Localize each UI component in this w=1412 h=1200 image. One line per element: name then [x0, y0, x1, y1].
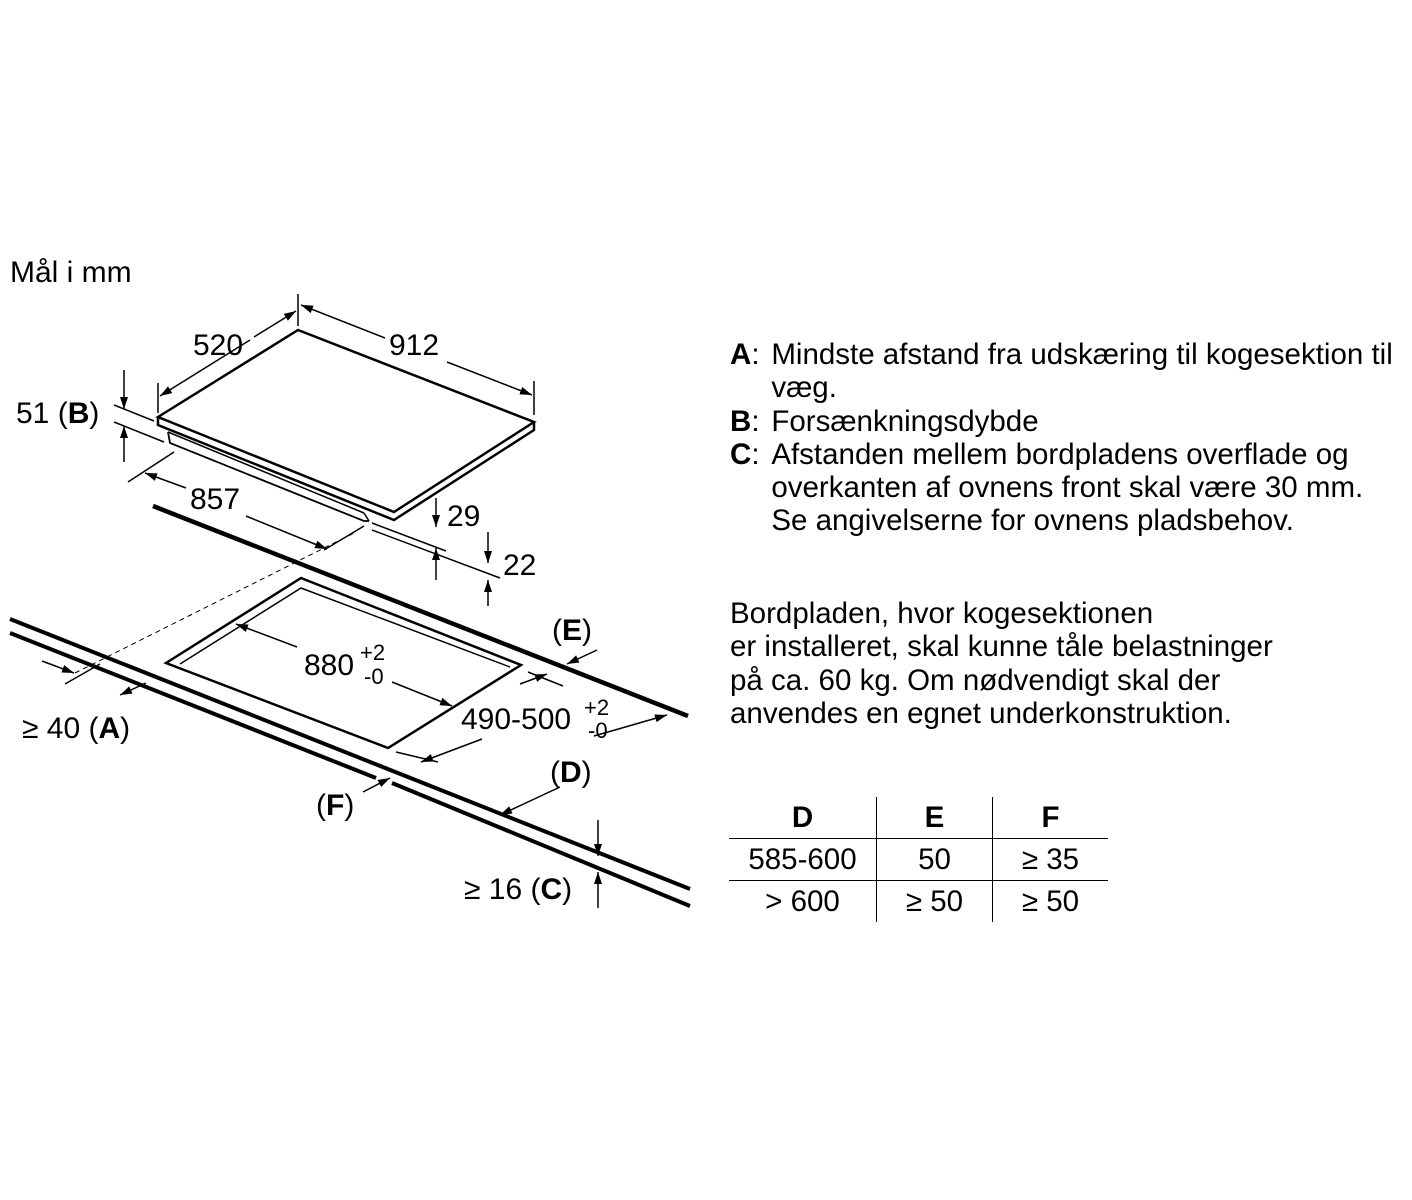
note-line: på ca. 60 kg. Om nødvendigt skal der [730, 663, 1221, 697]
dim-490-500-tol-plus: +2 [584, 695, 609, 720]
clearance-table: D E F 585-600 50 ≥ 35 > 600 ≥ 50 ≥ 50 [729, 797, 1108, 922]
table-header-row: D E F [729, 797, 1108, 839]
dim-880 [235, 623, 453, 707]
table-cell: 50 [876, 838, 993, 881]
alignment-dashed-line [74, 531, 357, 674]
installation-diagram: Mål i mm 520 912 51 (B) 857 [9, 256, 691, 908]
legend-text: Afstanden mellem bordpladens overflade o… [771, 437, 1364, 538]
table-cell: 585-600 [729, 838, 877, 881]
dim-880-tol-minus: -0 [364, 664, 384, 689]
dim-E [566, 649, 598, 665]
dim-520 [157, 294, 299, 413]
dim-E-label: (E) [552, 614, 592, 647]
dim-912-label: 912 [389, 329, 439, 362]
dim-16-C-label: ≥ 16 (C) [464, 873, 572, 906]
table-cell: ≥ 35 [992, 838, 1108, 881]
dim-D [499, 714, 668, 816]
legend-item-b: B : Forsænkningsdybde [730, 405, 1400, 438]
dim-520-label: 520 [193, 329, 243, 362]
dim-D-label: (D) [550, 756, 592, 789]
dim-490-500 [395, 671, 564, 763]
note-line: Bordpladen, hvor kogesektionen [730, 597, 1154, 630]
cutout-outer [163, 576, 524, 750]
legend-key: C [730, 437, 752, 471]
dim-880-label: 880 [304, 649, 354, 682]
hob-body-edge [167, 431, 365, 514]
dim-490-500-tol-minus: -0 [588, 718, 608, 743]
dim-F [362, 777, 391, 793]
dim-51-B-label: 51 (B) [16, 397, 99, 430]
dim-857-label: 857 [190, 483, 240, 516]
hob [155, 328, 537, 522]
load-note: Bordpladen, hvor kogesektionen er instal… [730, 597, 1400, 730]
dim-51-B [113, 370, 165, 462]
worktop-back-edge [152, 503, 689, 719]
note-line: anvendes en egnet underkonstruktion. [730, 696, 1232, 730]
legend-colon: : [751, 437, 760, 471]
dim-22-label: 22 [503, 549, 536, 582]
dim-22 [371, 529, 501, 606]
legend-text: Forsænkningsdybde [771, 404, 1039, 438]
table-cell: ≥ 50 [1021, 884, 1080, 918]
page-title: Mål i mm [10, 256, 132, 289]
hob-underside [167, 431, 369, 522]
dim-912 [300, 304, 535, 415]
legend-key: A [730, 338, 752, 371]
cutout [163, 576, 524, 750]
dim-F-label: (F) [316, 789, 354, 822]
legend-key: B [730, 404, 752, 438]
hob-front-edge [156, 417, 536, 522]
table-cell: > 600 [729, 880, 877, 922]
legend: A : Mindste afstand fra udskæring til ko… [730, 338, 1400, 538]
table-header-d: D [729, 797, 877, 839]
legend-item-a: A : Mindste afstand fra udskæring til ko… [730, 338, 1400, 405]
legend-text: Mindste afstand fra udskæring til kogese… [771, 338, 1393, 405]
table-header-e: E [876, 797, 993, 839]
dim-29-label: 29 [447, 500, 480, 533]
table-row: > 600 ≥ 50 ≥ 50 [729, 880, 1108, 922]
cutout-inner [179, 587, 511, 668]
dim-40-A [41, 660, 147, 696]
legend-colon: : [751, 338, 760, 371]
legend-colon: : [751, 404, 760, 438]
table-cell: ≥ 50 [876, 880, 993, 922]
hob-body-edge-right [363, 512, 370, 522]
table-row: 585-600 50 ≥ 35 [729, 838, 1108, 881]
note-line: er installeret, skal kunne tåle belastni… [730, 630, 1273, 664]
worktop-front [9, 617, 691, 908]
table-header-f: F [992, 797, 1108, 839]
legend-item-c: C : Afstanden mellem bordpladens overfla… [730, 438, 1400, 538]
dim-490-500-label: 490-500 [461, 703, 571, 736]
dim-40-A-label: ≥ 40 (A) [22, 712, 130, 745]
dim-880-tol-plus: +2 [360, 640, 385, 665]
